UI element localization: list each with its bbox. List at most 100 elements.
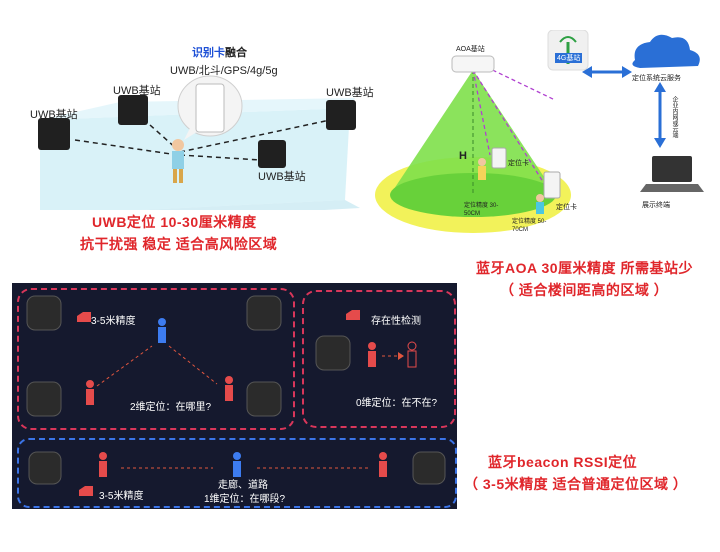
uwb-station-label-tm: UWB基站	[113, 85, 161, 97]
room-floor-edge	[141, 200, 360, 210]
person-2d-end-head	[225, 376, 233, 384]
uwb-card-label: 识别卡	[192, 47, 225, 59]
uwb-station-label-tl: UWB基站	[30, 109, 78, 121]
anchor-2d-tr	[246, 295, 282, 331]
person-2d-start-head	[86, 380, 94, 388]
tower-cloud-arrow-head-right	[622, 66, 632, 78]
person-leg-left	[173, 169, 177, 183]
rssi-box-2d-graphics	[26, 295, 282, 417]
laptop-screen	[652, 156, 692, 182]
tower-label: 4G基站	[555, 53, 583, 63]
person-presence-ghost-body	[407, 350, 417, 368]
anchor-1d-right	[412, 451, 446, 485]
uwb-station-label-bottom: UWB基站	[258, 171, 306, 183]
person-presence-head	[368, 342, 376, 350]
aoa-illustration	[375, 30, 704, 233]
uwb-card-sub: UWB/北斗/GPS/4g/5g	[170, 65, 278, 77]
uwb-caption-line2: 抗干扰强 稳定 适合高风险区域	[80, 236, 278, 252]
rssi-box-presence-desc: 0维定位：在不在?	[356, 398, 438, 409]
person-2d-mid-body	[158, 327, 166, 343]
uwb-station-box-tr	[326, 100, 356, 130]
rssi-box-1d-desc: 1维定位：在哪段?	[204, 494, 286, 505]
person-leg-right	[179, 169, 183, 183]
anchor-2d-br	[246, 381, 282, 417]
aoa-ray-1	[472, 69, 546, 186]
aoa-tag-label-2: 定位卡	[556, 204, 577, 211]
person-2d-end-body	[225, 385, 233, 401]
aoa-person-2-body	[536, 202, 544, 214]
uwb-card-title: 识别卡融合	[192, 44, 247, 60]
thumb-icon-1d	[79, 486, 93, 496]
person-1d-end-head	[379, 452, 387, 460]
aoa-station-device	[451, 55, 495, 73]
uwb-station-label-tr: UWB基站	[326, 87, 374, 99]
person-1d-mid-head	[233, 452, 241, 460]
person-1d-end-body	[379, 461, 387, 477]
person-1d-mid-body	[233, 461, 241, 477]
cloud-laptop-arrow-head-up	[654, 82, 666, 92]
person-2d-mid-head	[158, 318, 166, 326]
aoa-person-1-body	[478, 166, 486, 180]
rssi-box-presence	[302, 290, 456, 428]
aoa-station-label: AOA基站	[456, 46, 485, 53]
rssi-caption-line1: 蓝牙beacon RSSI定位	[488, 454, 638, 470]
aoa-cone	[390, 70, 556, 195]
cloud-laptop-arrow-head-down	[654, 138, 666, 148]
rssi-box-1d	[17, 438, 457, 508]
room-back-plane	[40, 108, 350, 210]
tower-wave	[559, 36, 577, 43]
thumb-icon-2d	[77, 312, 91, 322]
aoa-ray-2	[472, 69, 491, 156]
thumb-icon-presence	[346, 310, 360, 320]
anchor-2d-tl	[26, 295, 62, 331]
rssi-box-presence-graphics	[315, 310, 417, 371]
aoa-person-1	[478, 158, 486, 166]
rssi-box-2d	[17, 288, 295, 430]
aoa-h-label: H	[459, 150, 467, 162]
aoa-inner-zone	[390, 173, 556, 217]
person-1d-start-body	[99, 461, 107, 477]
cloud-shape	[632, 34, 700, 68]
card-device	[195, 83, 225, 133]
person-head	[172, 139, 184, 151]
aoa-tag-device-1	[491, 147, 507, 169]
link-right	[179, 119, 331, 153]
rssi-box-2d-accuracy: 3-5米精度	[91, 316, 136, 327]
person-presence-ghost-head	[407, 341, 417, 351]
path-2d-1	[96, 345, 153, 387]
anchor-2d-bl	[26, 381, 62, 417]
path-presence-arrow	[398, 352, 404, 360]
laptop-label: 展示终端	[642, 202, 670, 209]
rssi-box-1d-path: 走廊、道路	[218, 480, 268, 491]
aoa-outer-accuracy: 定位精度 50-70CM	[512, 219, 547, 233]
cloud-vertical-text: 企业内网或云端	[671, 96, 677, 138]
rssi-caption-line2: （ 3-5米精度 适合普通定位区域 ）	[464, 476, 688, 492]
path-2d-2	[168, 345, 218, 385]
anchor-presence	[315, 335, 351, 371]
person-body	[172, 151, 184, 169]
person-2d-start-body	[86, 389, 94, 405]
uwb-room-illustration	[38, 75, 360, 210]
rssi-box-1d-graphics	[28, 451, 446, 496]
aoa-tag-label-1: 定位卡	[508, 160, 529, 167]
uwb-station-box-tm	[118, 95, 148, 125]
rssi-box-1d-accuracy: 3-5米精度	[99, 491, 144, 502]
aoa-caption-line1: 蓝牙AOA 30厘米精度 所需基站少	[476, 260, 693, 276]
uwb-caption-line1: UWB定位 10-30厘米精度	[92, 214, 257, 230]
cloud-label: 定位系统云服务	[632, 75, 681, 82]
uwb-station-box-tl	[38, 118, 70, 150]
anchor-1d-left	[28, 451, 62, 485]
rssi-box-presence-title: 存在性检测	[371, 316, 421, 327]
person-1d-start-head	[99, 452, 107, 460]
rssi-box-2d-desc: 2维定位：在哪里?	[130, 402, 212, 413]
aoa-inner-accuracy: 定位精度 30-50CM	[464, 203, 499, 217]
laptop-base	[640, 184, 704, 192]
aoa-caption-line2: （ 适合楼间距高的区域 ）	[500, 282, 669, 298]
link-bottom	[179, 154, 261, 161]
aoa-person-2	[536, 194, 544, 202]
person-presence-body	[368, 351, 376, 367]
uwb-station-box-bottom	[258, 140, 286, 168]
aoa-tag-device-2	[543, 171, 561, 199]
uwb-card-label-suffix: 融合	[225, 47, 247, 59]
tower-cloud-arrow-head-left	[582, 66, 592, 78]
